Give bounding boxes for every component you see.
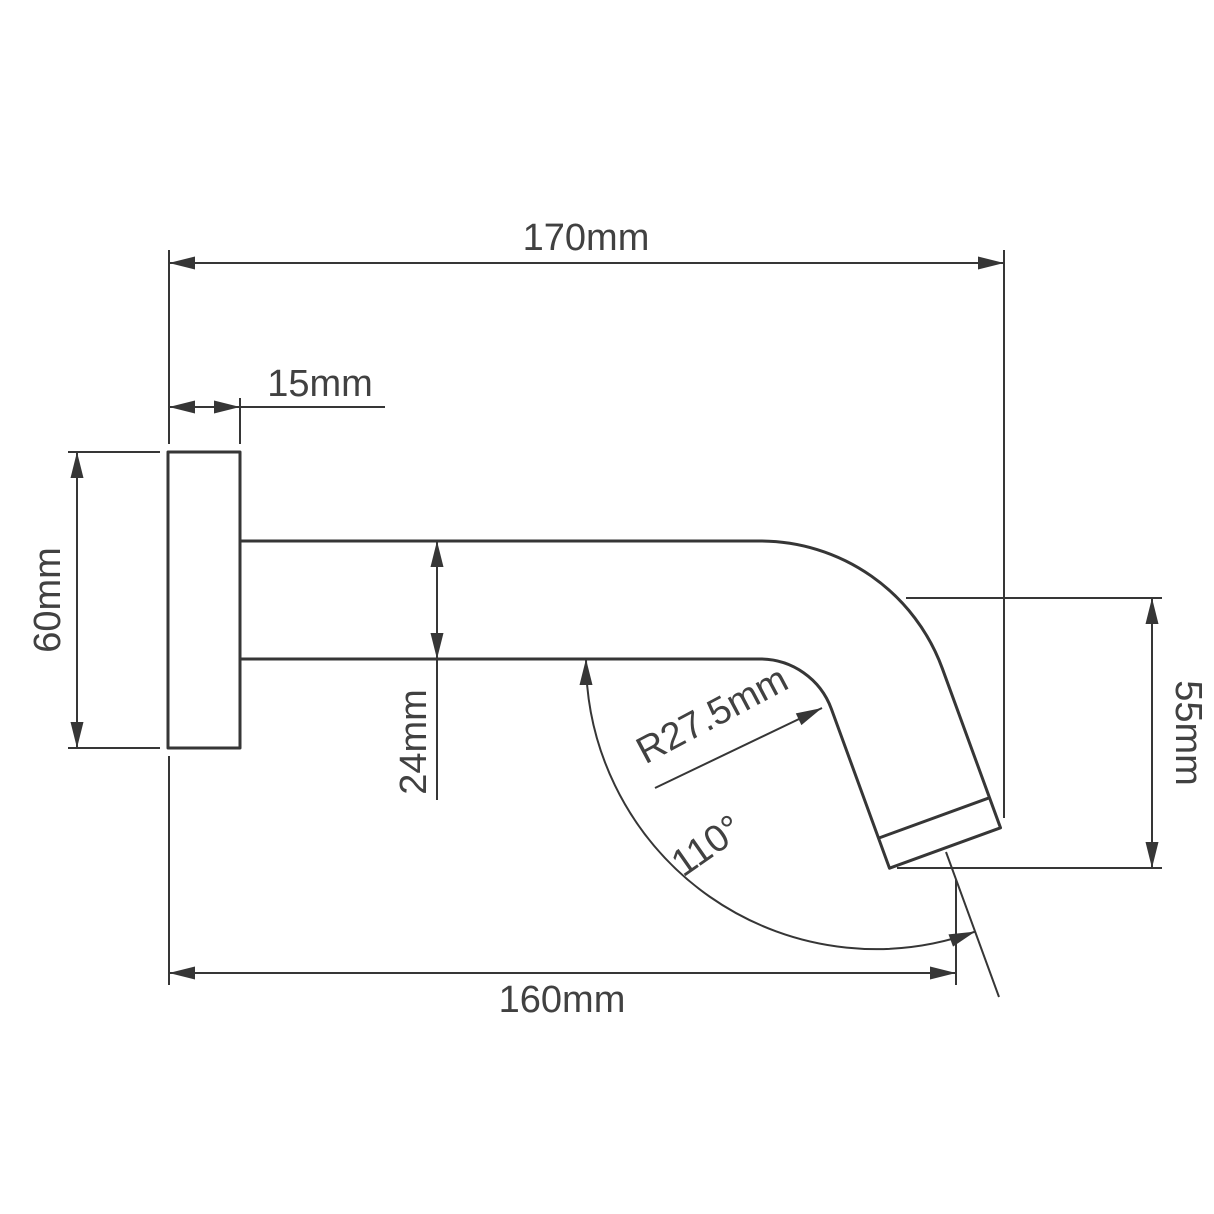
arrowhead [1145, 842, 1159, 868]
arrowhead [1145, 598, 1159, 624]
dim-pipe-diameter: 24mm [393, 541, 444, 800]
dim-flange-diameter: 60mm [27, 451, 160, 749]
reach-label: 160mm [499, 979, 626, 1021]
arrowhead [214, 400, 240, 414]
angle-reference-line [945, 851, 1000, 998]
dim-overall-length: 170mm [168, 217, 1005, 818]
arrowhead [978, 256, 1004, 270]
dim-reach: 160mm [168, 756, 957, 1021]
dim-outlet-height: 55mm [897, 597, 1209, 869]
arrowhead [579, 659, 593, 685]
flange-depth-label: 15mm [267, 363, 373, 405]
outlet-height-label: 55mm [1167, 680, 1209, 786]
dim-spout-angle: 110° [579, 658, 1000, 998]
arrowhead [430, 541, 444, 567]
spout-body [238, 539, 1002, 870]
arrowhead [70, 452, 84, 478]
arrowhead [169, 256, 195, 270]
aerator-ring-line [878, 796, 991, 840]
bend-radius-label: R27.5mm [630, 658, 795, 772]
spout-object [166, 450, 1002, 870]
arrowhead [169, 966, 195, 980]
dim-bend-radius: R27.5mm [630, 658, 823, 789]
flange-diameter-label: 60mm [27, 547, 69, 653]
arrowhead [930, 966, 956, 980]
arrowhead [948, 931, 976, 947]
arrowhead [169, 400, 195, 414]
arrowhead [70, 722, 84, 748]
dim-flange-depth: 15mm [169, 363, 385, 444]
spout-angle-label: 110° [664, 807, 750, 885]
leader-line [654, 707, 823, 789]
arrowhead [430, 633, 444, 659]
overall-length-label: 170mm [523, 217, 650, 259]
angle-arc [585, 658, 976, 951]
wall-flange [166, 450, 242, 750]
arrowhead [795, 708, 822, 726]
pipe-diameter-label: 24mm [393, 689, 435, 795]
